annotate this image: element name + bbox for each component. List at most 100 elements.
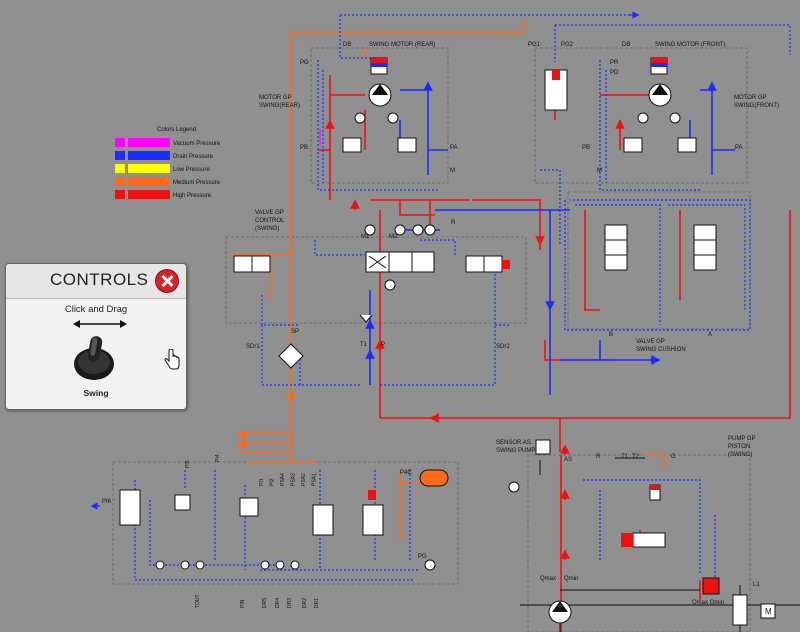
controls-title: CONTROLS (50, 270, 149, 289)
label-swing-motor-front: SWING MOTOR (FRONT) (655, 42, 726, 48)
bottom-port-label: TOUT (195, 594, 201, 608)
legend-title: Colors Legend (157, 127, 196, 133)
pilot-port-label: PSA3 (291, 473, 297, 486)
legend-swatch (115, 190, 125, 199)
legend-swatch (115, 177, 125, 186)
label-pump-gp-3: (SWING) (728, 452, 752, 458)
port-db-front: DB (622, 42, 630, 48)
legend-swatch (115, 164, 125, 173)
port-t1-pump: T1 (621, 454, 629, 460)
cushion-valve-right (693, 224, 717, 271)
port-pd: PD (610, 70, 619, 76)
legend-label: Low Pressure (173, 167, 210, 173)
legend-swatch (115, 138, 125, 147)
flow-arrows (90, 11, 717, 560)
label-valve-gp-cushion-2: SWING CUSHION (636, 347, 686, 353)
label-valve-gp-control-3: (SWING) (255, 226, 279, 232)
port-pac: P4C (400, 470, 412, 476)
electric-motor (760, 603, 776, 619)
port-m-rear: M (450, 168, 455, 174)
legend-swatch (115, 151, 125, 160)
pilot-port-label: PSA4 (280, 473, 286, 486)
legend-label: Vacuum Pressure (173, 141, 221, 147)
port-m2: M2 (389, 234, 398, 240)
bottom-port-label: DR1 (314, 598, 320, 608)
port-l1: L1 (753, 582, 760, 588)
legend-bar (128, 164, 170, 173)
main-control-valve (365, 251, 435, 273)
port-qmax: Qmax (540, 576, 556, 582)
port-pi5: PI5 (185, 460, 191, 468)
port-g-pump: G (671, 454, 676, 460)
label-pump-gp-1: PUMP GP (728, 436, 756, 442)
drag-arrow-icon (73, 320, 127, 328)
port-pa-rear: PA (450, 145, 458, 151)
pilot-port-label: PI2 (270, 478, 276, 486)
port-pr: PR (610, 60, 619, 66)
label-swing-motor-rear: SWING MOTOR (REAR) (369, 42, 436, 48)
bottom-port-label: DR3 (287, 598, 293, 608)
port-as: AS (564, 457, 572, 463)
label-pump-gp-2: PISTON (728, 444, 750, 450)
legend-bar (128, 151, 170, 160)
controls-panel: CONTROLS Click and Drag Swing (5, 263, 187, 410)
port-m1: M1 (361, 234, 370, 240)
bottom-port-label: PIN (240, 599, 246, 608)
bottom-port-label: DR5 (262, 598, 268, 608)
legend-label: High Pressure (173, 193, 212, 199)
port-r-valve: R (451, 220, 456, 226)
pilot-port-label: PSA2 (301, 473, 307, 486)
port-pb-front: PB (582, 145, 590, 151)
label-motor-gp-rear-2: SWING(REAR) (259, 103, 300, 109)
port-b-cushion: B (609, 332, 613, 338)
legend-bar (128, 190, 170, 199)
label-valve-gp-control-2: CONTROL (255, 218, 285, 224)
accumulator (419, 469, 449, 487)
port-sp: SP (291, 329, 299, 335)
schematic-labels: SWING MOTOR (REAR) SWING MOTOR (FRONT) M… (102, 42, 779, 616)
close-button[interactable] (155, 269, 179, 293)
port-m-front: M (597, 168, 602, 174)
port-pi6: PI6 (102, 499, 112, 505)
port-pg-bottom: PG (418, 554, 427, 560)
label-valve-gp-cushion-1: VALVE GP (636, 339, 665, 345)
port-pi4: PI4 (215, 454, 221, 462)
pilot-port-label: PSA1 (312, 473, 318, 486)
port-pg-rear: PG (300, 60, 309, 66)
label-valve-gp-control-1: VALVE GP (255, 210, 284, 216)
port-qmax-qmin: Qmax Qmin (692, 600, 724, 606)
port-pg1: PG1 (528, 42, 541, 48)
high-pressure-lines (318, 72, 791, 632)
port-sdr1: SDr1 (246, 344, 260, 350)
label-sensor-1: SENSOR AS. (496, 440, 533, 446)
legend-bar (128, 177, 170, 186)
joystick-label: Swing (83, 388, 109, 398)
motor-m-label: M (765, 607, 772, 616)
legend-label: Drain Pressure (173, 154, 214, 160)
port-pb-rear: PB (300, 145, 308, 151)
port-sdr2: SDr2 (496, 344, 510, 350)
port-pg2: PG2 (561, 42, 574, 48)
drag-hint: Click and Drag (64, 304, 128, 315)
components (119, 57, 776, 626)
pilot-port-label: PI1 (259, 478, 265, 486)
port-pa-front: PA (735, 145, 743, 151)
port-qmin: Qmin (564, 576, 578, 582)
bottom-port-label: DR4 (275, 598, 281, 608)
controls-header: CONTROLS (6, 264, 186, 299)
port-db-rear: DB (343, 42, 351, 48)
swing-joystick[interactable] (72, 332, 116, 382)
swing-pump-sensor (535, 439, 551, 455)
label-motor-gp-front-1: MOTOR GP (734, 95, 767, 101)
port-a-cushion: A (708, 332, 712, 338)
label-sensor-2: SWING PUMP (496, 448, 535, 454)
port-t2-pump: T2 (632, 454, 640, 460)
port-t1-main: T1 (360, 342, 368, 348)
label-motor-gp-front-2: SWING(FRONT) (734, 103, 779, 109)
port-r-pump: R (596, 454, 601, 460)
bottom-port-label: DR2 (302, 598, 308, 608)
legend-label: Medium Pressure (173, 180, 221, 186)
cushion-valve-left (604, 224, 628, 271)
